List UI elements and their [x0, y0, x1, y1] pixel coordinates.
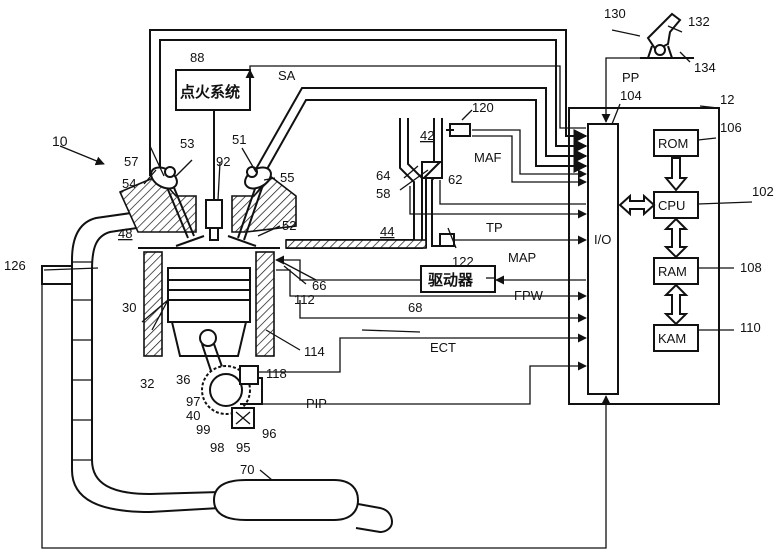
ref-92: 92	[216, 154, 230, 169]
signal-tp: TP	[486, 220, 503, 235]
ref-126: 126	[4, 258, 26, 273]
pip-signal-line	[258, 333, 587, 373]
ref-134: 134	[694, 60, 716, 75]
cam-sensor-line-left-inner	[159, 39, 588, 178]
ref-10: 10	[52, 133, 68, 149]
signal-fpw: FPW	[514, 288, 544, 303]
ref-42: 42	[420, 128, 434, 143]
ego-signal-line	[41, 270, 611, 549]
map-sensor	[439, 233, 455, 247]
ref-110: 110	[740, 320, 761, 335]
signal-sa: SA	[278, 68, 296, 83]
ref-106: 106	[720, 120, 742, 135]
ref-62: 62	[448, 172, 462, 187]
rom-label: ROM	[658, 136, 688, 151]
cylinder-wall-right	[255, 251, 275, 357]
driver-box	[420, 265, 496, 293]
ref-95: 95	[236, 440, 250, 455]
ref-114: 114	[304, 344, 325, 359]
ref-99: 99	[196, 422, 210, 437]
ref-40: 40	[186, 408, 200, 423]
ref-104: 104	[620, 88, 642, 103]
ref-102: 102	[752, 184, 774, 199]
ref-130: 130	[604, 6, 626, 21]
ref-54: 54	[122, 176, 136, 191]
pip-sensor	[239, 365, 259, 385]
ref-55: 55	[280, 170, 294, 185]
io-block	[587, 123, 619, 395]
ref-88: 88	[190, 50, 204, 65]
intake-duct-right	[286, 118, 423, 249]
ref-52: 52	[282, 218, 296, 233]
cam-sensor-line-left-outer	[149, 29, 588, 176]
ref-122: 122	[452, 254, 474, 269]
ref-36: 36	[176, 372, 190, 387]
cpu-io-arrow	[618, 193, 656, 217]
signal-maf: MAF	[474, 150, 502, 165]
catalytic-converter	[212, 479, 360, 521]
io-label: I/O	[594, 232, 611, 247]
piston	[167, 267, 251, 323]
signal-map: MAP	[508, 250, 536, 265]
rom-cpu-arrow	[663, 157, 689, 192]
ram-kam-arrow	[663, 283, 689, 326]
ref-97: 97	[186, 394, 200, 409]
cpu-label: CPU	[658, 198, 685, 213]
spark-plug	[205, 199, 223, 229]
ref-12: 12	[720, 92, 734, 107]
driver-label: 驱动器	[428, 271, 474, 289]
rom-block	[653, 129, 699, 157]
ref-44: 44	[380, 224, 394, 239]
ref-32: 32	[140, 376, 154, 391]
ref-48: 48	[118, 226, 132, 241]
ref-120: 120	[472, 100, 494, 115]
ref-96: 96	[262, 426, 276, 441]
ref-51: 51	[232, 132, 246, 147]
ignition-system-label: 点火系统	[180, 83, 240, 101]
controller-box	[568, 107, 720, 405]
signal-pip: PIP	[306, 396, 327, 411]
pp-signal-line	[601, 57, 645, 123]
ref-132: 132	[688, 14, 710, 29]
ref-108: 108	[740, 260, 762, 275]
ref-68: 68	[408, 300, 422, 315]
ref-118: 118	[266, 366, 287, 381]
kam-label: KAM	[658, 331, 686, 346]
ref-112: 112	[294, 292, 315, 307]
cpu-ram-arrow	[663, 217, 689, 259]
ref-53: 53	[180, 136, 194, 151]
ref-30: 30	[122, 300, 136, 315]
intake-duct-left	[286, 118, 415, 241]
ram-label: RAM	[658, 264, 687, 279]
ref-64: 64	[376, 168, 390, 183]
ref-58: 58	[376, 186, 390, 201]
exhaust-manifold	[71, 211, 221, 514]
ref-98: 98	[210, 440, 224, 455]
signal-pp: PP	[622, 70, 639, 85]
intake-valve	[237, 179, 265, 241]
intake-manifold-wall	[285, 239, 427, 249]
cylinder-wall-left	[143, 251, 163, 357]
cam-sensor-line-right-inner	[261, 99, 588, 179]
exhaust-gas-sensor	[41, 265, 73, 285]
pedal	[646, 12, 682, 52]
ect-signal-line	[299, 300, 587, 323]
signal-ect: ECT	[430, 340, 456, 355]
maf-signal-line	[472, 135, 587, 187]
ref-57: 57	[124, 154, 138, 169]
cam-sensor-line-right-outer	[251, 87, 588, 177]
tp-signal-line	[409, 186, 587, 219]
ref-70: 70	[240, 462, 254, 477]
ref-66: 66	[312, 278, 326, 293]
